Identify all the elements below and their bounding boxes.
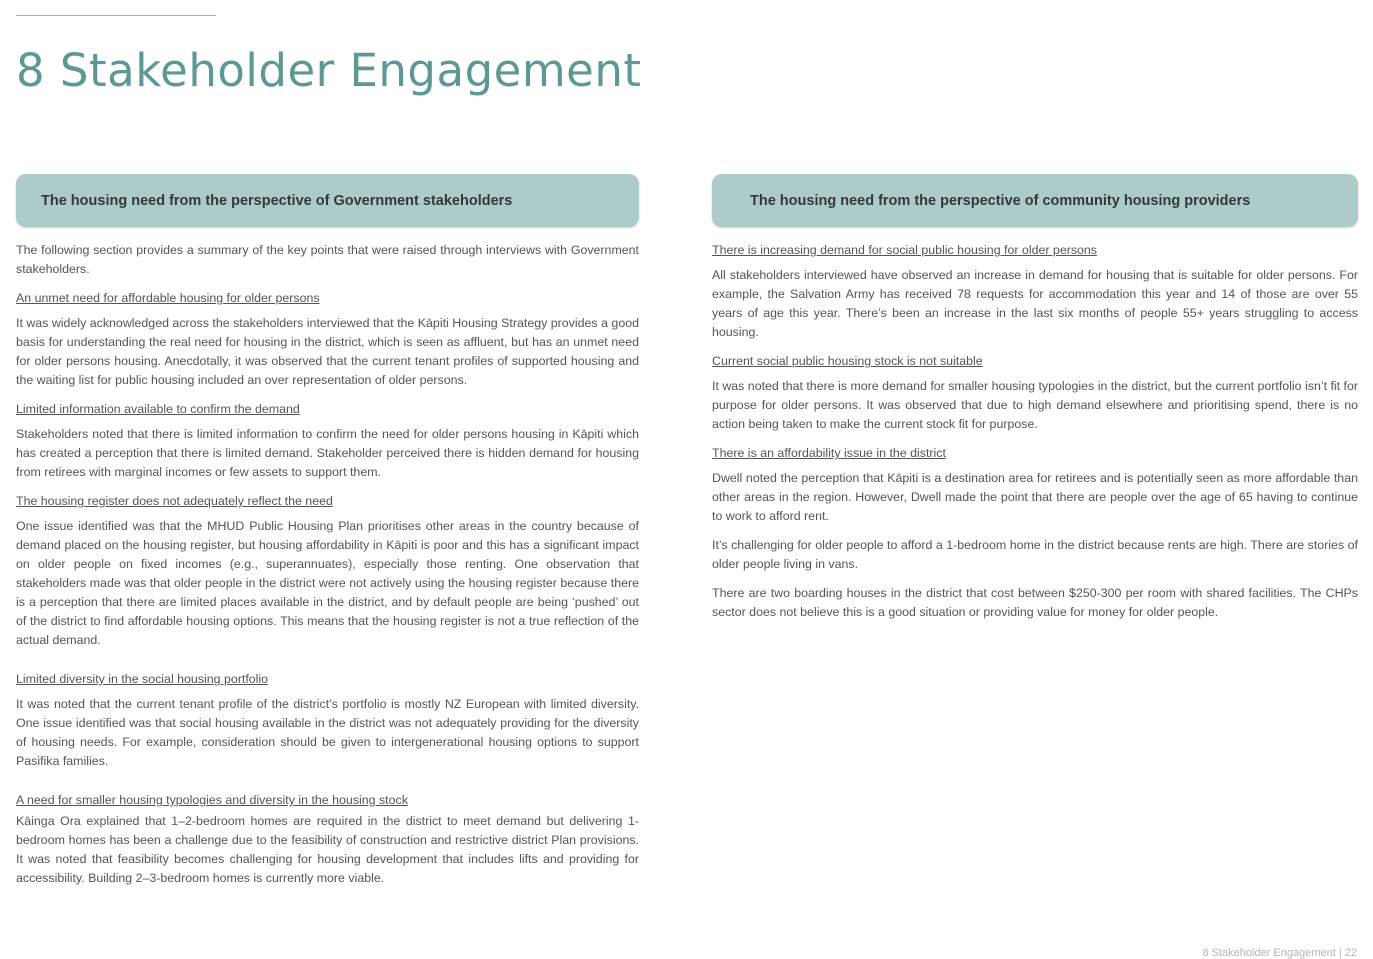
subheading-stock-not-suitable: Current social public housing stock is n… <box>712 354 983 368</box>
paragraph-boarding-houses: There are two boarding houses in the dis… <box>712 586 1358 619</box>
paragraph-increasing-demand: All stakeholders interviewed have observ… <box>712 268 1358 339</box>
paragraph-smaller-typologies: Kāinga Ora explained that 1–2-bedroom ho… <box>16 814 639 885</box>
paragraph-stock-not-suitable: It was noted that there is more demand f… <box>712 379 1359 431</box>
subheading-housing-register: The housing register does not adequately… <box>16 494 333 508</box>
community-housing-providers-column: The housing need from the perspective of… <box>712 174 1358 632</box>
subheading-affordability-issue: There is an affordability issue in the d… <box>712 446 946 460</box>
spacer <box>16 781 639 791</box>
subheading-unmet-need: An unmet need for affordable housing for… <box>16 291 320 305</box>
paragraph-affordability-issue: Dwell noted the perception that Kāpiti i… <box>712 471 1358 523</box>
paragraph-unmet-need: It was widely acknowledged across the st… <box>16 316 639 387</box>
community-section-title: The housing need from the perspective of… <box>750 192 1251 209</box>
subheading-smaller-typologies: A need for smaller housing typologies an… <box>16 793 408 807</box>
community-section-header: The housing need from the perspective of… <box>712 174 1358 227</box>
subheading-increasing-demand: There is increasing demand for social pu… <box>712 243 1098 257</box>
government-section-header: The housing need from the perspective of… <box>16 174 639 227</box>
intro-paragraph: The following section provides a summary… <box>16 243 639 276</box>
spacer <box>16 660 639 670</box>
subheading-limited-information: Limited information available to confirm… <box>16 402 300 416</box>
subheading-limited-diversity: Limited diversity in the social housing … <box>16 672 269 686</box>
paragraph-limited-information: Stakeholders noted that there is limited… <box>16 427 639 479</box>
page-title: 8 Stakeholder Engagement <box>16 44 642 97</box>
paragraph-housing-register: One issue identified was that the MHUD P… <box>16 519 639 647</box>
top-rule <box>16 15 216 16</box>
page-footer: 8 Stakeholder Engagement | 22 <box>1202 947 1357 959</box>
government-stakeholders-column: The housing need from the perspective of… <box>16 174 639 898</box>
paragraph-rents-high: It’s challenging for older people to aff… <box>712 538 1358 571</box>
government-section-title: The housing need from the perspective of… <box>41 192 513 209</box>
paragraph-limited-diversity: It was noted that the current tenant pro… <box>16 697 639 768</box>
